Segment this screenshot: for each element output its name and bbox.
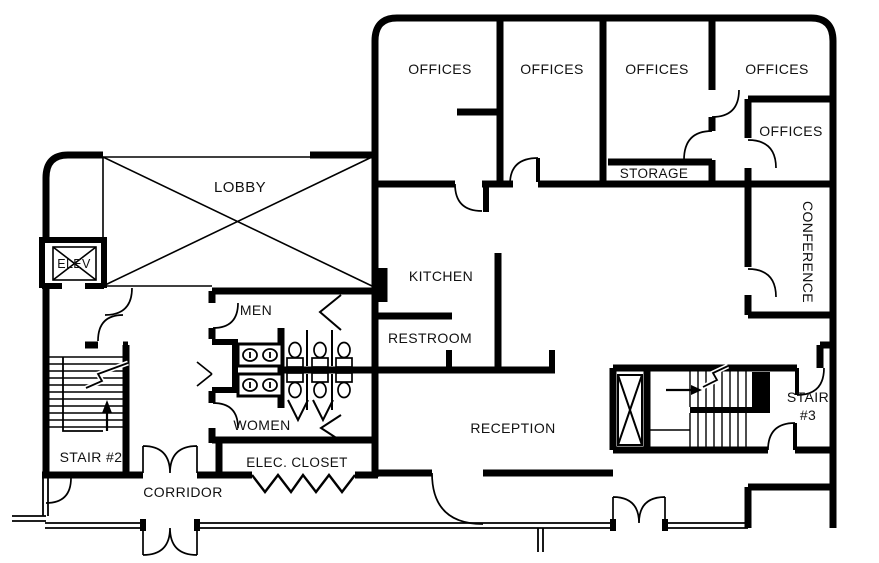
walls-medium — [39, 184, 770, 531]
stair2-handrail — [62, 357, 103, 432]
exit-double-door-southeast — [612, 496, 666, 524]
label-men: MEN — [240, 302, 272, 318]
label-offices-3: OFFICES — [625, 61, 688, 77]
elevator-shaft-walls — [39, 237, 107, 288]
label-women: WOMEN — [233, 417, 290, 433]
stair2-interior — [46, 356, 129, 432]
label-offices-5: OFFICES — [759, 123, 822, 139]
label-offices-4: OFFICES — [745, 61, 808, 77]
stair2-arrow-head — [102, 400, 112, 413]
label-restroom: RESTROOM — [388, 330, 472, 346]
walls-thick — [42, 14, 837, 528]
label-lobby: LOBBY — [214, 179, 266, 196]
corridor-double-door-north — [142, 445, 198, 474]
room-labels: LOBBY ELEV OFFICES OFFICES OFFICES OFFIC… — [57, 61, 829, 500]
stair2-exit-door-arc — [45, 477, 72, 504]
label-kitchen: KITCHEN — [409, 268, 473, 284]
stair3-break-line — [702, 365, 729, 388]
mullion-stub — [537, 528, 544, 552]
sinks — [242, 348, 278, 392]
door-jambs-south — [140, 519, 668, 531]
stair3-bottom-door-arc — [767, 422, 796, 451]
office4-door-arc — [711, 89, 740, 118]
stair3-arrow-head — [691, 385, 702, 395]
exit-double-door-southwest — [142, 527, 198, 556]
label-reception: RECEPTION — [470, 420, 555, 436]
label-stair-3-line1: STAIR — [787, 389, 829, 405]
stair3-shaft-x — [617, 374, 643, 446]
door-swing-arcs — [45, 89, 825, 556]
conference-door-arc — [747, 268, 777, 298]
stair2-door-arc — [97, 314, 124, 342]
stair3-top-door-arc — [796, 367, 825, 396]
label-stair-2: STAIR #2 — [60, 449, 123, 465]
elec-closet-bifold-doors — [251, 472, 356, 495]
vestibule-door-leaves — [196, 361, 213, 387]
door-leaves — [536, 158, 799, 450]
women-door-arc — [212, 402, 239, 429]
restroom-fixtures — [236, 294, 353, 442]
label-stair-3-line2: #3 — [800, 407, 816, 423]
label-offices-1: OFFICES — [408, 61, 471, 77]
toilets — [286, 341, 353, 399]
label-conference: CONFERENCE — [800, 201, 816, 303]
stair2-treads — [46, 356, 126, 428]
stair3-interior — [648, 363, 747, 448]
lobby-corridor-door-arc — [104, 287, 133, 316]
stair3-wall-block — [752, 372, 770, 410]
label-offices-2: OFFICES — [520, 61, 583, 77]
office1-door-arc — [454, 183, 483, 212]
office3-door-arc — [683, 130, 713, 161]
elevator-cab-x — [52, 246, 97, 281]
office5-door-arc — [747, 139, 777, 169]
label-storage: STORAGE — [620, 166, 689, 181]
stall-door-break-lines — [287, 294, 342, 442]
label-elec-closet: ELEC. CLOSET — [246, 455, 348, 470]
office2-door-arc — [509, 157, 539, 185]
men-door-arc — [212, 302, 239, 329]
lobby-x-pattern — [102, 156, 373, 287]
corridor-glazed-walls — [12, 477, 748, 552]
label-elev: ELEV — [57, 257, 91, 271]
reception-door-arc — [431, 472, 484, 525]
label-corridor: CORRIDOR — [143, 484, 222, 500]
stall-partitions — [306, 330, 333, 410]
stair2-break-line — [85, 362, 129, 389]
restroom-vestibule-screen — [212, 339, 238, 393]
